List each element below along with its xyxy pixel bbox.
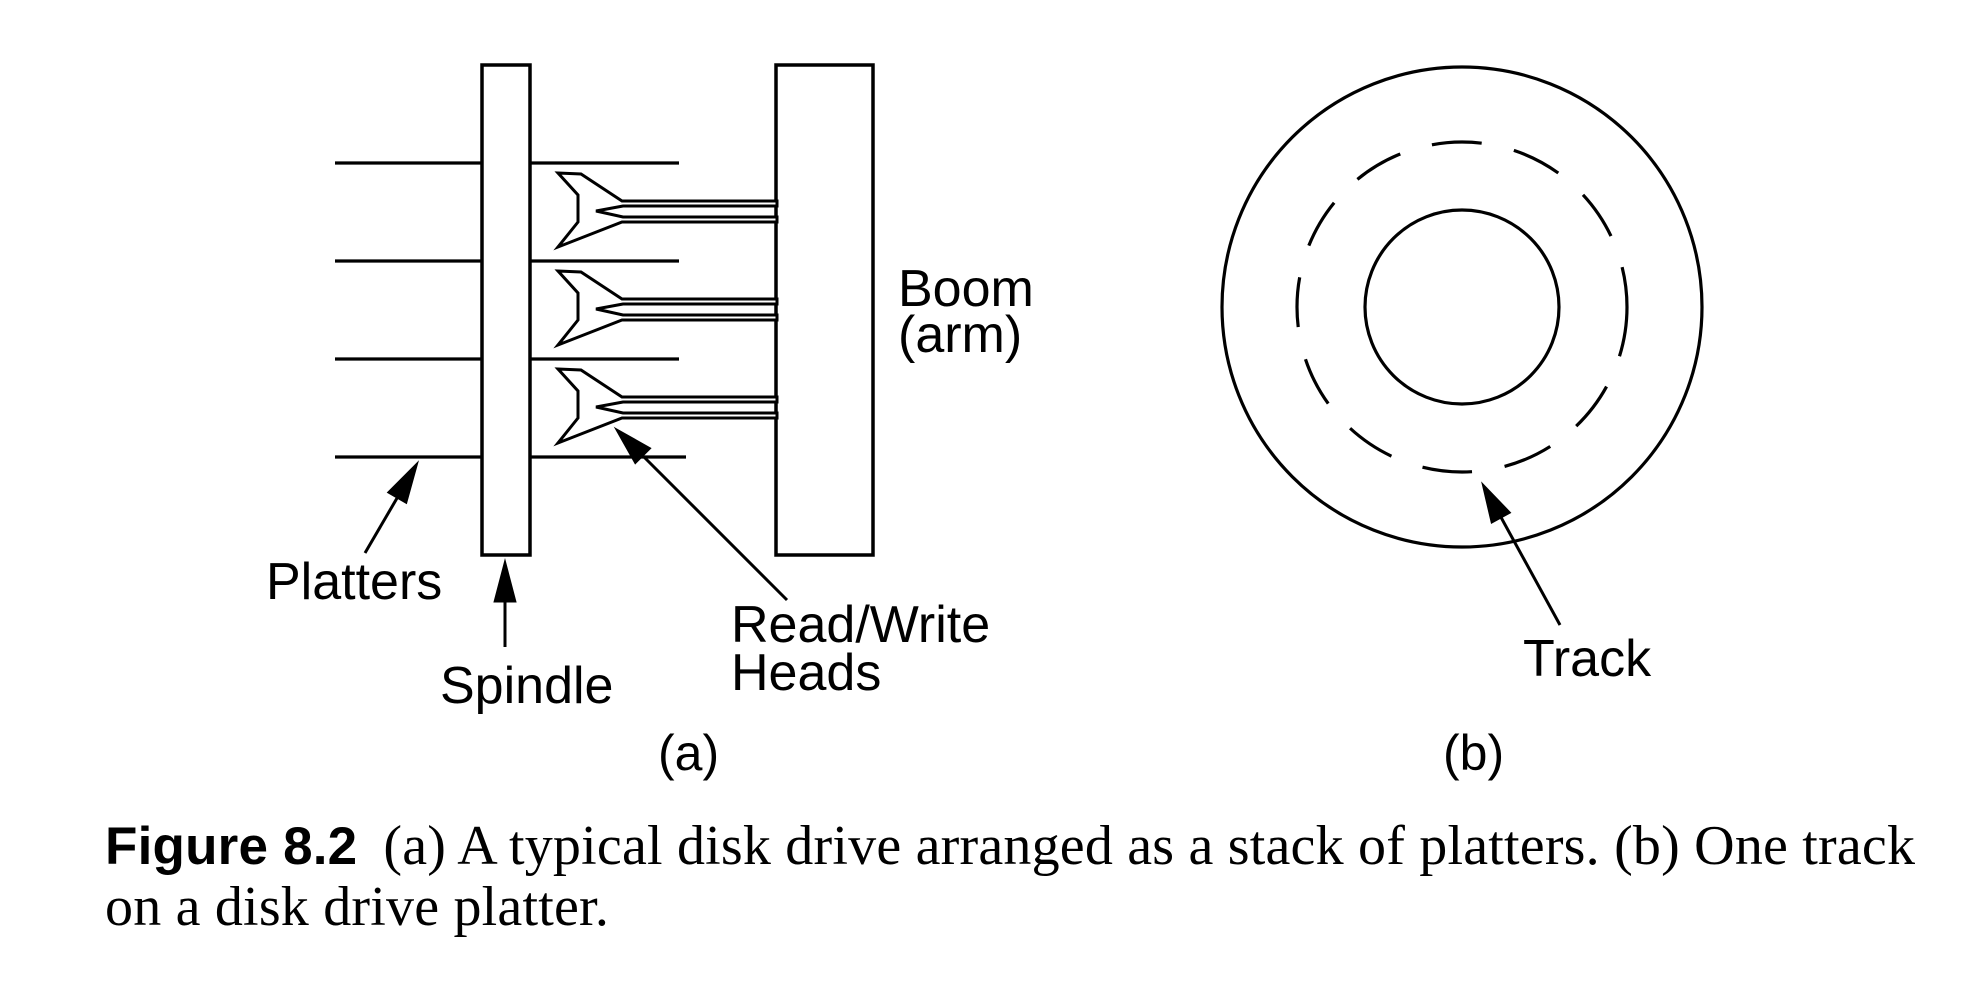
figure-caption-text-line2: on a disk drive platter. [105,876,610,938]
boom-label-line2: (arm) [898,306,1022,364]
read-write-heads-label-line1: Read/Write [731,596,990,654]
read-write-head-1 [556,171,779,249]
platter-outer-circle [1220,65,1704,549]
sub-caption-a: (a) [658,725,719,781]
figure-number: Figure 8.2 [105,817,358,876]
track-label: Track [1523,630,1652,688]
figure-caption-text-line1: (a) A typical disk drive arranged as a s… [383,815,1916,877]
spindle-label: Spindle [440,657,613,715]
figure-caption-line1: Figure 8.2 (a) A typical disk drive arran… [105,816,1915,877]
platters-label: Platters [266,553,442,611]
boom-bar [774,63,875,557]
figure-caption: Figure 8.2 (a) A typical disk drive arran… [105,816,1915,938]
figure-caption-line2: on a disk drive platter. [105,877,1905,938]
read-write-heads-label-line2: Heads [731,644,881,702]
boom-label-line1: Boom [898,260,1034,318]
read-write-head-2 [556,269,779,347]
track-dashed-circle [1295,140,1629,474]
read-write-heads-arrow [613,426,789,602]
spindle-bar [480,63,532,557]
sub-caption-b: (b) [1443,725,1504,781]
platter-hub-circle [1363,208,1561,406]
track-arrow [1481,481,1562,626]
disk-stack-diagram: Platters Spindle Read/Write Heads Boom (… [266,63,1034,781]
platters-arrow [363,460,419,554]
platter-track-diagram: Track (b) [1220,65,1704,781]
spindle-arrow [493,558,517,647]
read-write-head-3 [556,367,779,445]
